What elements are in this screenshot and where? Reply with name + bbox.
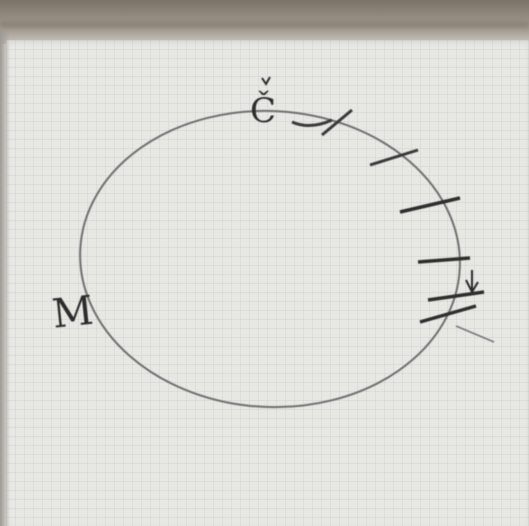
tick-mark bbox=[400, 198, 460, 212]
pencil-circle bbox=[73, 101, 468, 416]
top-label: Č bbox=[250, 90, 276, 131]
tick-mark bbox=[456, 326, 494, 342]
top-arrow-mark bbox=[262, 77, 270, 84]
tick-mark bbox=[292, 120, 332, 126]
left-label: M bbox=[50, 288, 96, 338]
tick-mark bbox=[420, 306, 476, 322]
arrow-mark bbox=[466, 270, 478, 292]
tick-mark bbox=[418, 258, 470, 262]
